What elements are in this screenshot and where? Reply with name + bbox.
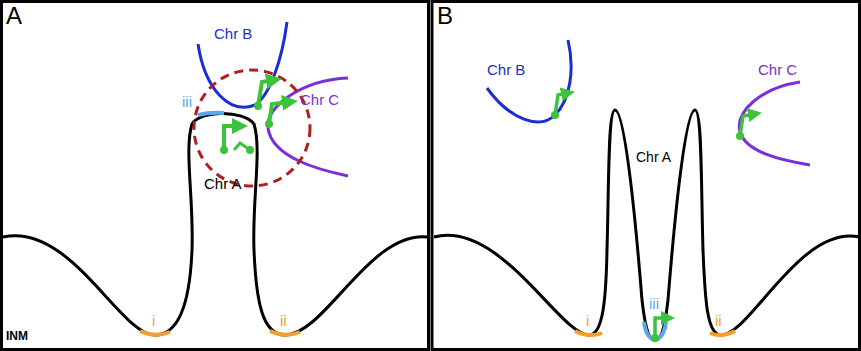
- membrane-label: INM: [6, 330, 28, 342]
- chromosome-label: Chr B: [214, 26, 252, 41]
- locus-label: i: [152, 313, 155, 328]
- chromosome-label: Chr A: [636, 150, 671, 164]
- locus-label: iii: [649, 296, 659, 311]
- locus-label: ii: [715, 313, 722, 328]
- locus-label: iii: [182, 94, 192, 109]
- locus-label: ii: [280, 313, 287, 328]
- chromosome-label: Chr B: [487, 62, 525, 77]
- chromosome-label: Chr C: [300, 92, 339, 107]
- panel-letter: B: [437, 4, 453, 28]
- panel-letter: A: [6, 4, 22, 28]
- chromosome-label: Chr A: [204, 176, 242, 191]
- locus-label: i: [586, 313, 589, 328]
- chromosome-label: Chr C: [758, 62, 797, 77]
